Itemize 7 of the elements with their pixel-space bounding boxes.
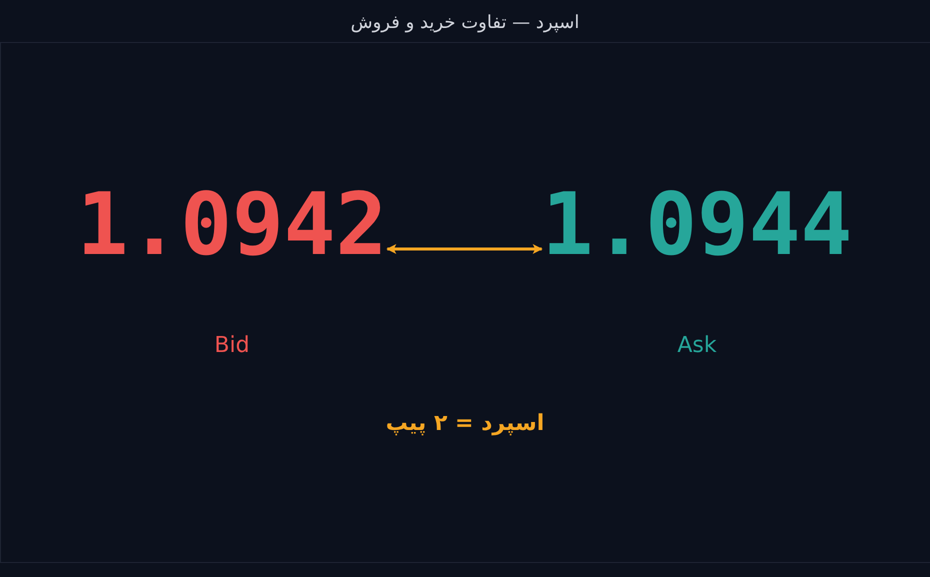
- spread-note: اسپرد = ۲ پیپ: [386, 410, 544, 438]
- double-arrow: [386, 244, 543, 254]
- title: اسپرد — تفاوت خرید و فروش: [350, 11, 580, 35]
- price-caption: Bid: [214, 333, 250, 359]
- price-value: 1.0944: [542, 182, 852, 268]
- price-caption: Ask: [677, 333, 717, 359]
- price-value: 1.0942: [76, 182, 388, 268]
